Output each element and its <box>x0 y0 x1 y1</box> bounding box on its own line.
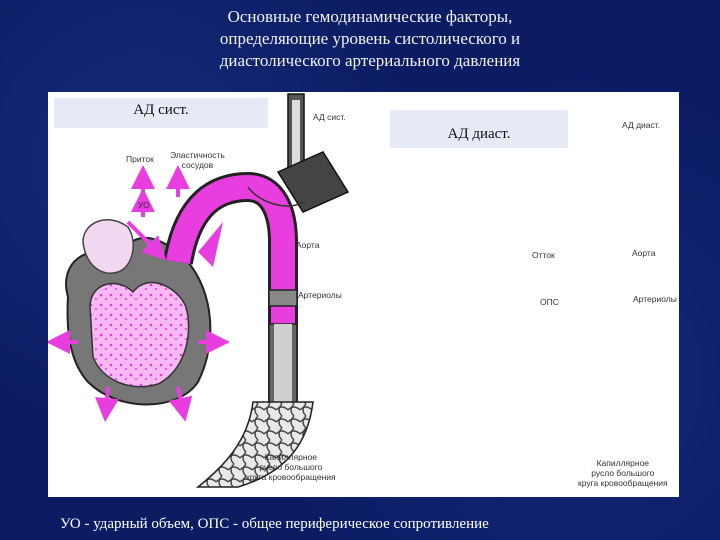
right-arterioles-label: Артериолы <box>633 294 677 304</box>
left-ventricle-cavity <box>89 281 190 388</box>
left-aorta-blood <box>166 174 295 402</box>
left-flow-arrows <box>48 165 230 422</box>
left-capillary-label: Капиллярное русло большого круга кровооб… <box>246 452 336 482</box>
left-cap-line-3: круга кровообращения <box>246 472 336 482</box>
right-gauge-label: АД диаст. <box>622 120 661 130</box>
left-cap-line-2: русло большого <box>259 462 323 472</box>
elasticity-label: Эластичность сосудов <box>170 150 225 170</box>
right-cap-line-2: русло большого <box>591 468 655 478</box>
left-gauge-scale <box>292 100 300 165</box>
diastolic-pressure-box: АД диаст. <box>390 110 568 148</box>
left-arterioles-label: Артериолы <box>298 290 342 300</box>
diastolic-pressure-box-label: АД диаст. <box>447 126 511 142</box>
left-aorta-label: Аорта <box>296 240 320 250</box>
right-aorta-label: Аорта <box>632 248 656 258</box>
slide-title: Основные гемодинамические факторы, опред… <box>110 6 630 72</box>
elasticity-line-2: сосудов <box>181 160 214 170</box>
left-arterioles-ring <box>268 289 298 307</box>
left-gauge-hose <box>247 186 304 207</box>
left-descending-lumen <box>274 324 292 404</box>
title-line-1: Основные гемодинамические факторы, <box>227 7 513 26</box>
right-capillary-label: Капиллярное русло большого круга кровооб… <box>578 458 668 488</box>
footer-legend: УО - ударный объем, ОПС - общее перифери… <box>60 516 489 532</box>
left-gauge-body <box>276 151 350 213</box>
left-cap-line-1: Капиллярное <box>264 452 318 462</box>
uo-label: УО <box>138 200 150 210</box>
inflow-label: Приток <box>126 154 154 164</box>
right-cap-line-1: Капиллярное <box>596 458 650 468</box>
ops-label: ОПС <box>540 297 559 307</box>
title-line-2: определяющие уровень систолического и <box>219 29 521 48</box>
outflow-label: Отток <box>532 250 555 260</box>
left-gauge-label: АД сист. <box>313 112 346 122</box>
title-line-3: диастолического артериального давления <box>219 51 521 70</box>
right-cap-line-3: круга кровообращения <box>578 478 668 488</box>
elasticity-line-1: Эластичность <box>170 150 225 160</box>
left-heart-diagram <box>48 93 350 488</box>
hemodynamics-illustration <box>48 93 350 488</box>
systolic-pressure-box: АД сист. <box>54 98 268 128</box>
diagram-panel: АД сист. АД диаст. АД сист. Приток Эласт… <box>48 92 679 497</box>
left-ejection-arrow <box>198 222 223 267</box>
left-capillary-bed <box>195 401 314 488</box>
systolic-pressure-box-label: АД сист. <box>133 102 189 118</box>
left-atrium <box>82 219 134 274</box>
